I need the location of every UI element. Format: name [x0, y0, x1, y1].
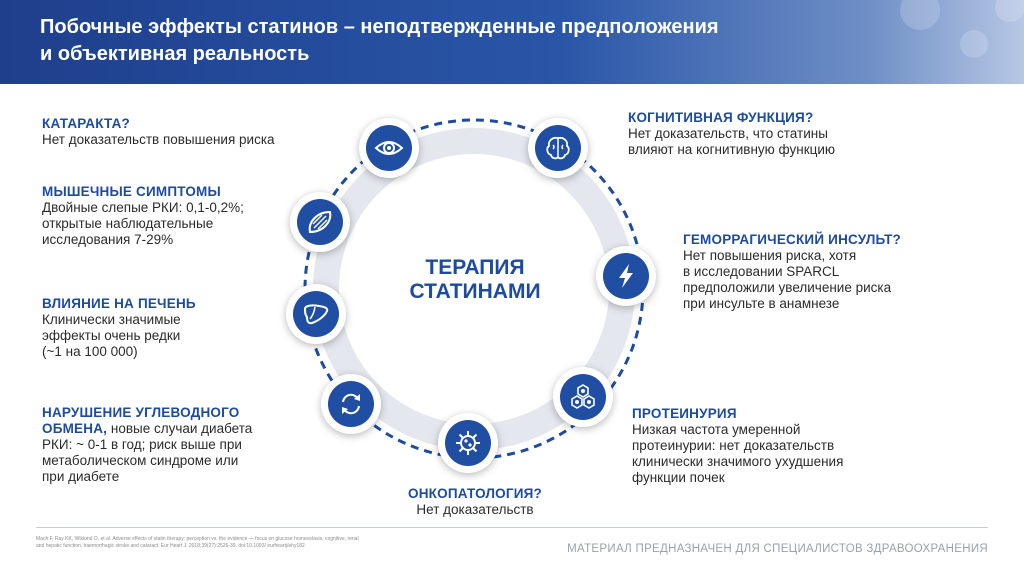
proteinuria-text-2: протеинурии: нет доказательств	[632, 438, 835, 453]
page-title-line1: Побочные эффекты статинов – неподтвержде…	[40, 16, 719, 38]
reference-text: Mach F, Ray KK, Wiklund O, et al. Advers…	[36, 536, 436, 550]
lightning-icon	[619, 264, 633, 288]
center-label-line1: ТЕРАПИЯ	[425, 256, 525, 279]
reference-line-2: and hepatic function, haemorrhagic strok…	[36, 543, 305, 549]
liver-text-3: (~1 на 100 000)	[42, 344, 138, 359]
disclaimer-text: МАТЕРИАЛ ПРЕДНАЗНАЧЕН ДЛЯ СПЕЦИАЛИСТОВ З…	[567, 543, 988, 555]
kidney-cells-icon-badge	[553, 367, 613, 427]
eye-icon	[374, 141, 404, 155]
oncology-heading: ОНКОПАТОЛОГИЯ?	[408, 486, 542, 501]
cataract-block: КАТАРАКТА? Нет доказательств повышения р…	[42, 116, 342, 148]
molecule-decoration	[995, 0, 1024, 22]
eye-icon-badge	[359, 118, 419, 178]
cognitive-block: КОГНИТИВНАЯ ФУНКЦИЯ? Нет доказательств, …	[628, 110, 908, 158]
oncology-block: ОНКОПАТОЛОГИЯ? Нет доказательств	[390, 486, 560, 518]
muscle-text-3: исследования 7-29%	[42, 232, 174, 247]
virus-cell-icon	[456, 431, 480, 455]
cataract-text: Нет доказательств повышения риска	[42, 132, 275, 147]
cycle-arrows-icon-badge	[321, 374, 381, 434]
kidney-cells-icon	[571, 384, 595, 409]
carb-heading-1: НАРУШЕНИЕ УГЛЕВОДНОГО	[42, 405, 240, 420]
muscle-text-1: Двойные слепые РКИ: 0,1-0,2%;	[42, 200, 244, 215]
stroke-text-4: при инсульте в анамнезе	[683, 296, 840, 311]
liver-icon-badge	[286, 284, 346, 344]
proteinuria-heading: ПРОТЕИНУРИЯ	[632, 406, 737, 421]
carb-text-1: РКИ: ~ 0-1 в год; риск выше при	[42, 437, 242, 452]
stroke-text-1: Нет повышения риска, хотя	[683, 248, 857, 263]
header-banner: Побочные эффекты статинов – неподтвержде…	[0, 0, 1024, 84]
virus-cell-icon-badge	[438, 413, 498, 473]
brain-icon	[546, 136, 570, 160]
liver-block: ВЛИЯНИЕ НА ПЕЧЕНЬ Клинически значимые эф…	[42, 296, 282, 360]
cognitive-text-2: влияют на когнитивную функцию	[628, 142, 835, 157]
stroke-text-2: в исследовании SPARCL	[683, 264, 840, 279]
muscle-heading: МЫШЕЧНЫЕ СИМПТОМЫ	[42, 184, 221, 199]
center-label: ТЕРАПИЯ СТАТИНАМИ	[385, 256, 565, 304]
page-title-line2: и объективная реальность	[40, 43, 310, 65]
carb-heading-2: ОБМЕНА,	[42, 421, 108, 436]
molecule-decoration	[960, 30, 988, 58]
oncology-text: Нет доказательств	[416, 502, 534, 517]
stroke-block: ГЕМОРРАГИЧЕСКИЙ ИНСУЛЬТ? Нет повышения р…	[683, 232, 973, 312]
muscle-block: МЫШЕЧНЫЕ СИМПТОМЫ Двойные слепые РКИ: 0,…	[42, 184, 302, 248]
lightning-icon-badge	[596, 246, 656, 306]
liver-text-1: Клинически значимые	[42, 312, 181, 327]
carb-text-2: метаболическом синдроме или	[42, 453, 239, 468]
proteinuria-text-4: функции почек	[632, 470, 725, 485]
cognitive-text-1: Нет доказательств, что статины	[628, 126, 828, 141]
center-label-line2: СТАТИНАМИ	[409, 280, 541, 303]
reference-line-1: Mach F, Ray KK, Wiklund O, et al. Advers…	[36, 536, 359, 542]
stroke-text-3: предположили увеличение риска	[683, 280, 892, 295]
page-title: Побочные эффекты статинов – неподтвержде…	[40, 14, 860, 68]
carb-text-inline: новые случаи диабета	[107, 421, 253, 436]
carb-metabolism-block: НАРУШЕНИЕ УГЛЕВОДНОГО ОБМЕНА, новые случ…	[42, 405, 312, 485]
liver-heading: ВЛИЯНИЕ НА ПЕЧЕНЬ	[42, 296, 196, 311]
carb-text-3: при диабете	[42, 469, 120, 484]
cycle-arrows-icon	[342, 393, 360, 415]
brain-icon-badge	[528, 118, 588, 178]
liver-icon	[303, 304, 329, 325]
stroke-heading: ГЕМОРРАГИЧЕСКИЙ ИНСУЛЬТ?	[683, 232, 901, 247]
footer-divider	[36, 527, 988, 528]
proteinuria-text-1: Низкая частота умеренной	[632, 422, 801, 437]
muscle-text-2: открытые наблюдательные	[42, 216, 214, 231]
cataract-heading: КАТАРАКТА?	[42, 116, 130, 131]
liver-text-2: эффекты очень редки	[42, 328, 181, 343]
muscle-icon	[308, 210, 332, 234]
cognitive-heading: КОГНИТИВНАЯ ФУНКЦИЯ?	[628, 110, 814, 125]
muscle-icon-badge	[290, 192, 350, 252]
proteinuria-block: ПРОТЕИНУРИЯ Низкая частота умеренной про…	[632, 406, 922, 486]
proteinuria-text-3: клинически значимого ухудшения	[632, 454, 844, 469]
